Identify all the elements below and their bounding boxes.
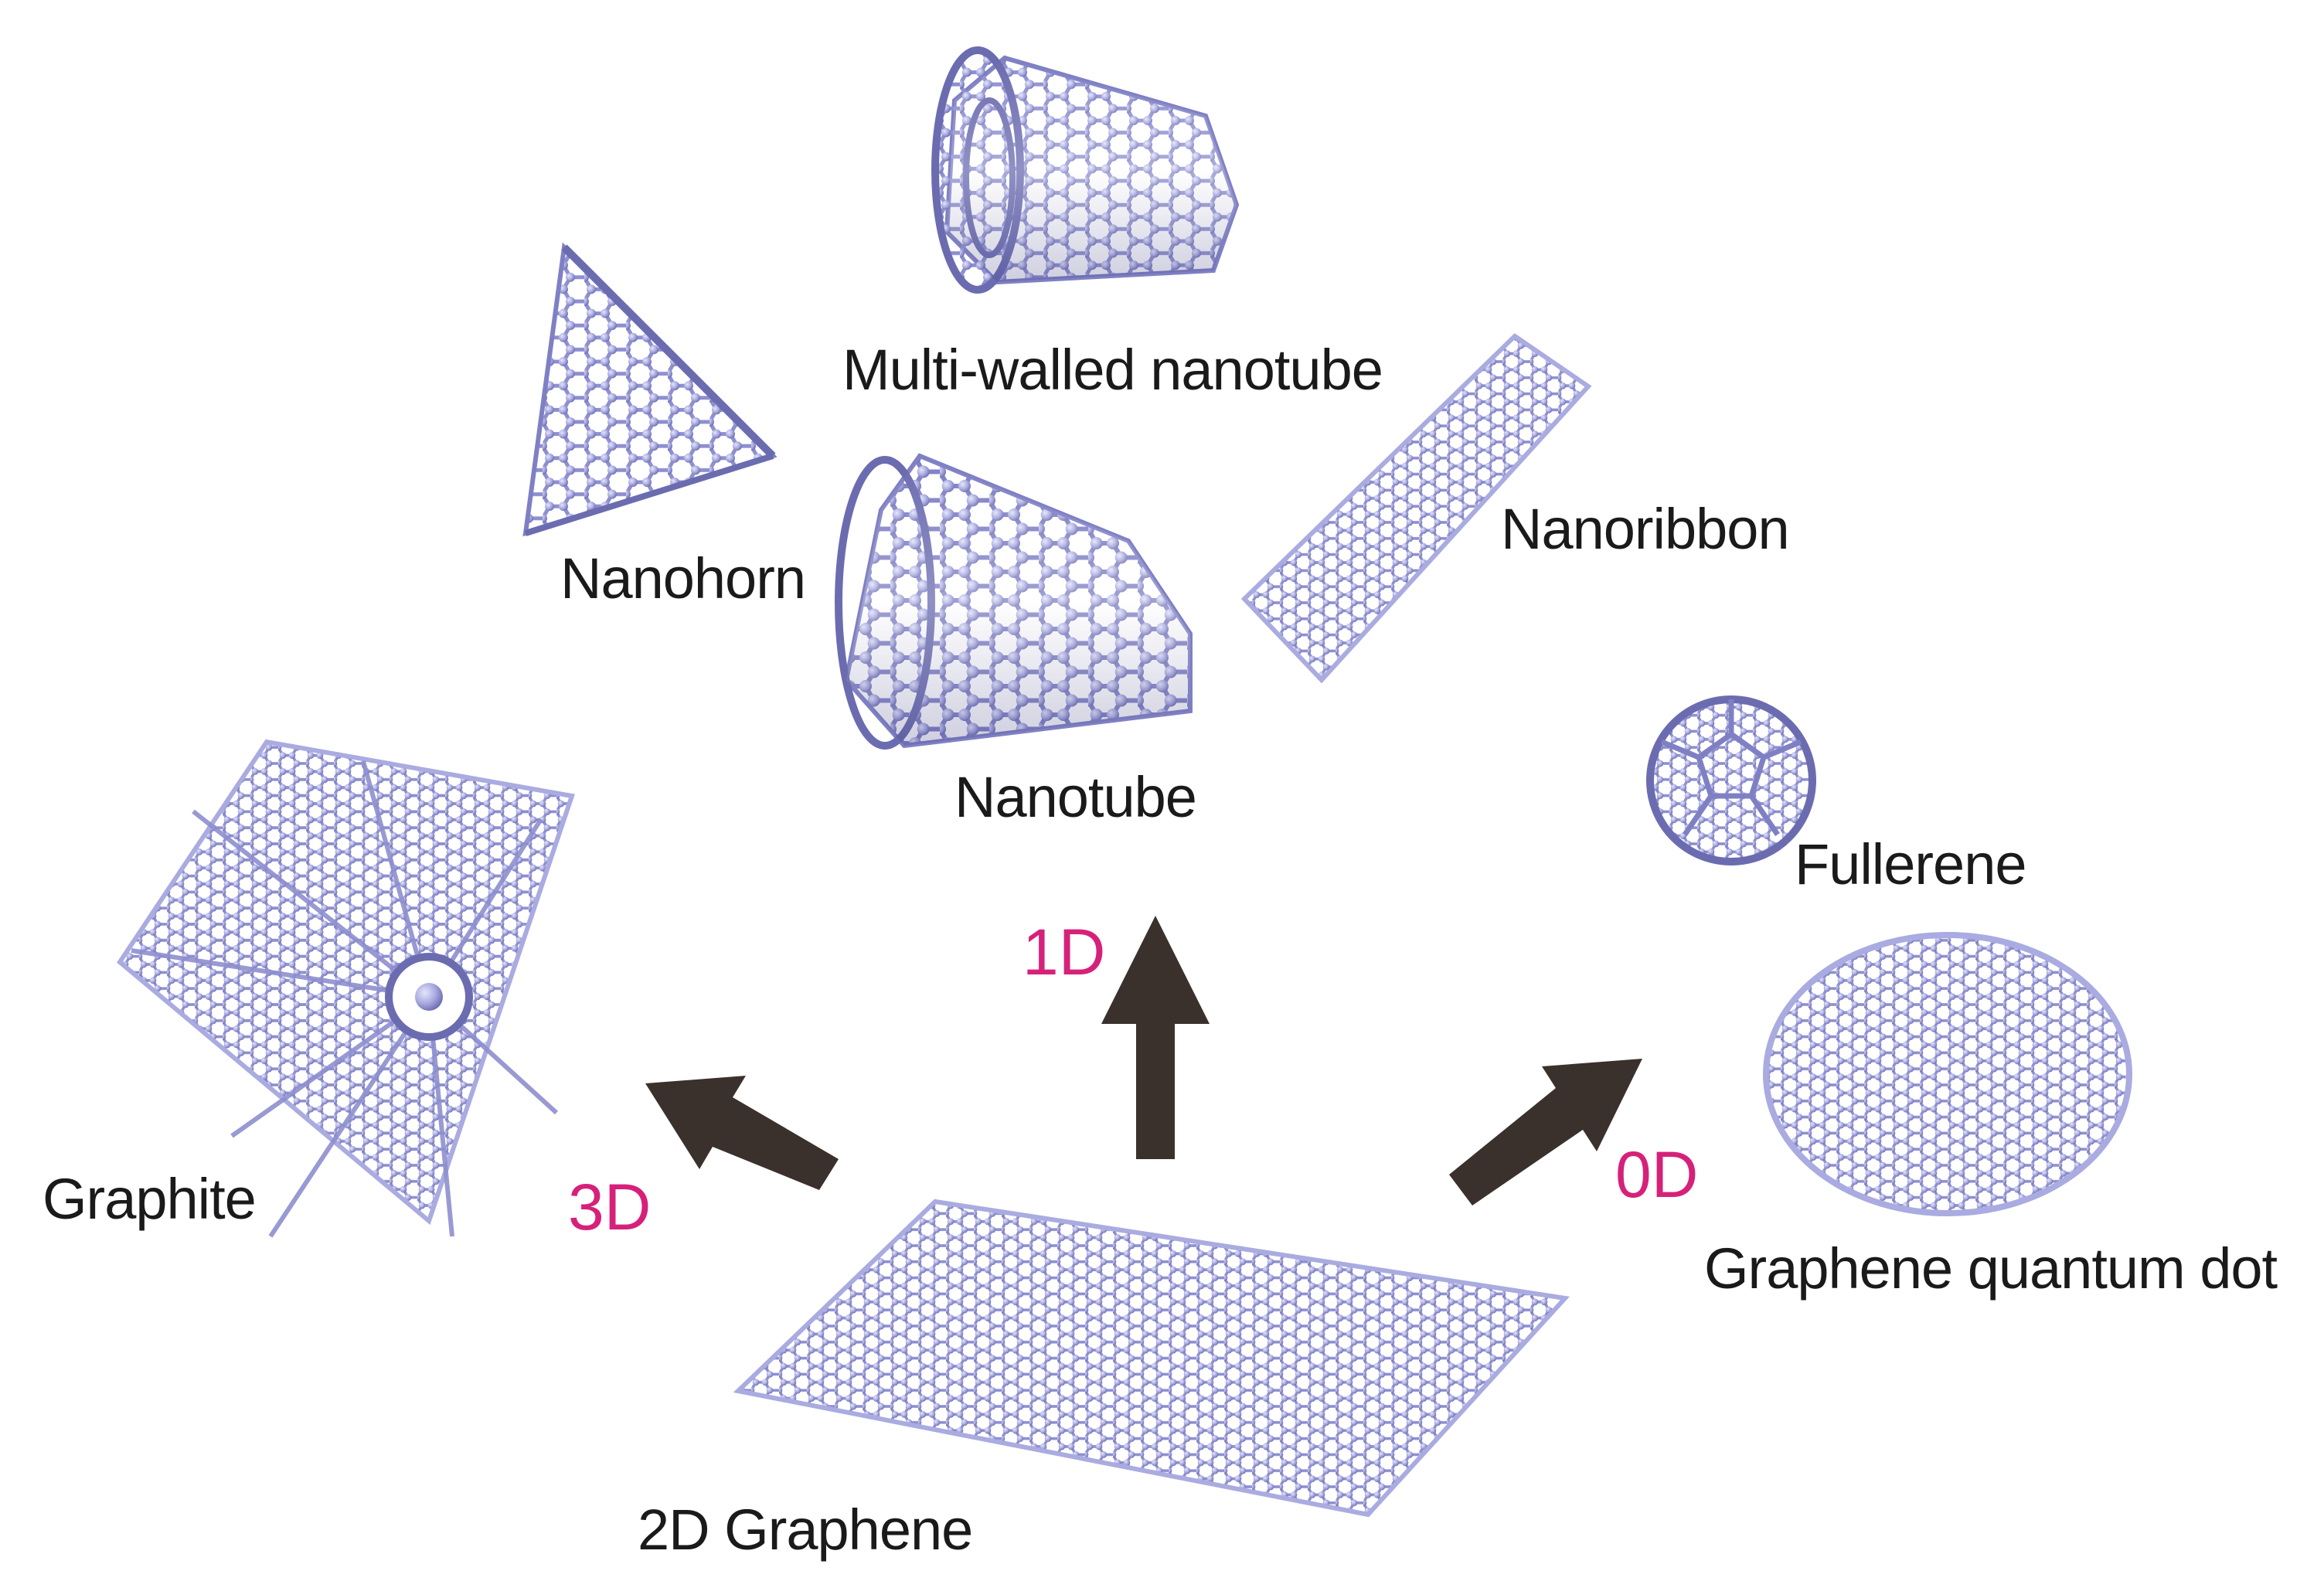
dimension-label-3d: 3D bbox=[568, 1171, 652, 1243]
label-2d-graphene: 2D Graphene bbox=[638, 1498, 973, 1562]
graphene-quantum-dot-icon bbox=[1763, 932, 2132, 1216]
nanoribbon-icon bbox=[1240, 333, 1592, 684]
label-multi-walled-nanotube: Multi-walled nanotube bbox=[842, 338, 1383, 402]
graphite-stack-icon bbox=[117, 739, 575, 1238]
dimension-label-1d: 1D bbox=[1022, 916, 1106, 988]
arrow-3d-icon bbox=[645, 1076, 839, 1190]
arrow-1d-icon bbox=[1101, 916, 1210, 1159]
label-nanoribbon: Nanoribbon bbox=[1501, 497, 1790, 561]
arrow-0d-icon bbox=[1449, 1059, 1642, 1205]
fullerene-ball-icon bbox=[1646, 695, 1816, 865]
graphene-sheet-icon bbox=[733, 1199, 1570, 1518]
nanohorn-cone-icon bbox=[522, 242, 778, 537]
nanotube-icon bbox=[835, 453, 1193, 750]
label-nanohorn: Nanohorn bbox=[560, 546, 806, 610]
dimension-label-0d: 0D bbox=[1615, 1138, 1699, 1211]
multi-walled-nanotube-icon bbox=[931, 46, 1240, 294]
label-nanotube: Nanotube bbox=[954, 765, 1197, 829]
label-graphene-quantum-dot: Graphene quantum dot bbox=[1704, 1236, 2278, 1301]
label-graphite: Graphite bbox=[43, 1167, 257, 1231]
label-fullerene: Fullerene bbox=[1795, 832, 2027, 896]
